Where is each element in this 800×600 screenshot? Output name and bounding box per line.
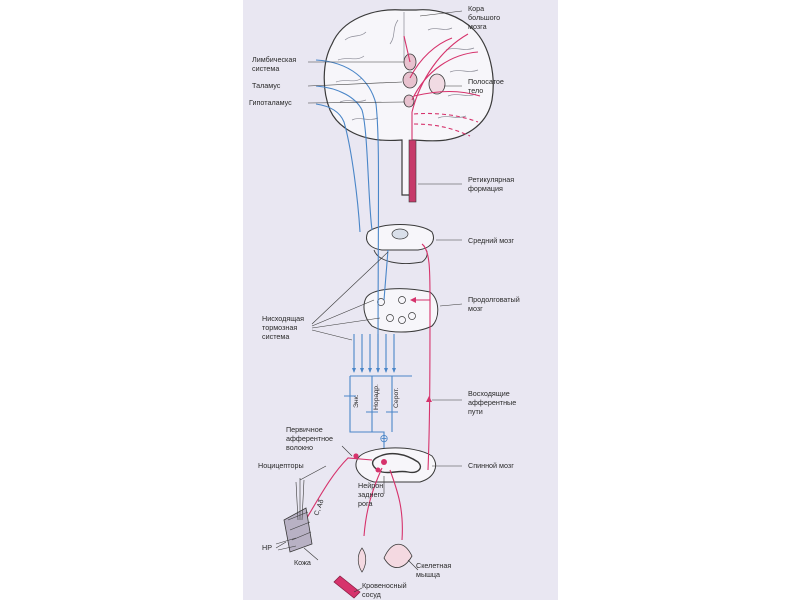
label-dorsal-2: заднего <box>358 490 384 499</box>
label-noradr: Норадр. <box>373 384 380 410</box>
label-ascending-2: афферентные <box>468 398 516 407</box>
label-primary-1: Первичное <box>286 425 323 434</box>
spinal-cord-section <box>355 447 436 483</box>
label-cortex-2: большого <box>468 13 500 22</box>
label-medulla-1: Продолговатый <box>468 295 520 304</box>
descending-inhibitory-pathway <box>315 59 412 448</box>
striatum-structure <box>428 73 446 95</box>
label-striatum-2: тело <box>468 86 483 95</box>
label-thalamus: Таламус <box>252 81 281 90</box>
ascending-afferent-pathway <box>301 33 481 541</box>
brain <box>323 9 494 203</box>
muscle <box>383 543 413 568</box>
label-fiber-types: C, Aδ <box>313 498 325 516</box>
label-vessel-2: сосуд <box>362 590 382 599</box>
label-primary-2: афферентное <box>286 434 333 443</box>
label-primary-3: волокно <box>286 443 313 452</box>
label-cortex-3: мозга <box>468 22 487 31</box>
label-hp: НР <box>262 543 272 552</box>
label-spinal-cord: Спинной мозг <box>468 461 514 470</box>
label-vessel-1: Кровеносный <box>362 581 407 590</box>
label-inhibitory-2: тормозная <box>262 323 297 332</box>
leader-lines <box>275 10 463 593</box>
label-serot: Серот. <box>393 388 400 408</box>
skin-receptor <box>275 478 313 553</box>
label-ascending-3: пути <box>468 407 483 416</box>
label-inhibitory-1: Нисходящая <box>262 314 304 323</box>
thalamus-structure <box>402 71 418 89</box>
label-reticular-1: Ретикулярная <box>468 175 514 184</box>
label-striatum-1: Полосатое <box>468 77 504 86</box>
label-midbrain: Средний мозг <box>468 236 514 245</box>
label-reticular-2: формация <box>468 184 503 193</box>
minus-sign: ⊖ <box>379 433 388 445</box>
midbrain-section <box>366 224 434 264</box>
label-hypothalamus: Гипоталамус <box>249 98 292 107</box>
label-enk: Энк. <box>353 394 360 408</box>
label-dorsal-1: Нейрон <box>358 481 383 490</box>
label-cortex-1: Кора <box>468 4 484 13</box>
label-inhibitory-3: система <box>262 332 289 341</box>
blue-arrowheads <box>352 368 396 373</box>
medulla-section <box>363 288 439 333</box>
labels: Кора большого мозга Лимбическая система … <box>249 4 520 599</box>
label-muscle-1: Скелетная <box>416 561 451 570</box>
label-skin: Кожа <box>294 558 311 567</box>
reticular-formation <box>408 139 417 203</box>
label-medulla-2: мозг <box>468 304 483 313</box>
label-ascending-1: Восходящие <box>468 389 510 398</box>
label-limbic-1: Лимбическая <box>252 55 296 64</box>
label-limbic-2: система <box>252 64 279 73</box>
label-nociceptors: Ноцицепторы <box>258 461 304 470</box>
label-dorsal-3: рога <box>358 499 372 508</box>
red-arrowheads <box>353 297 432 459</box>
label-muscle-2: мышца <box>416 570 440 579</box>
blood-vessel <box>333 547 367 599</box>
hypothalamus-structure <box>403 94 415 108</box>
